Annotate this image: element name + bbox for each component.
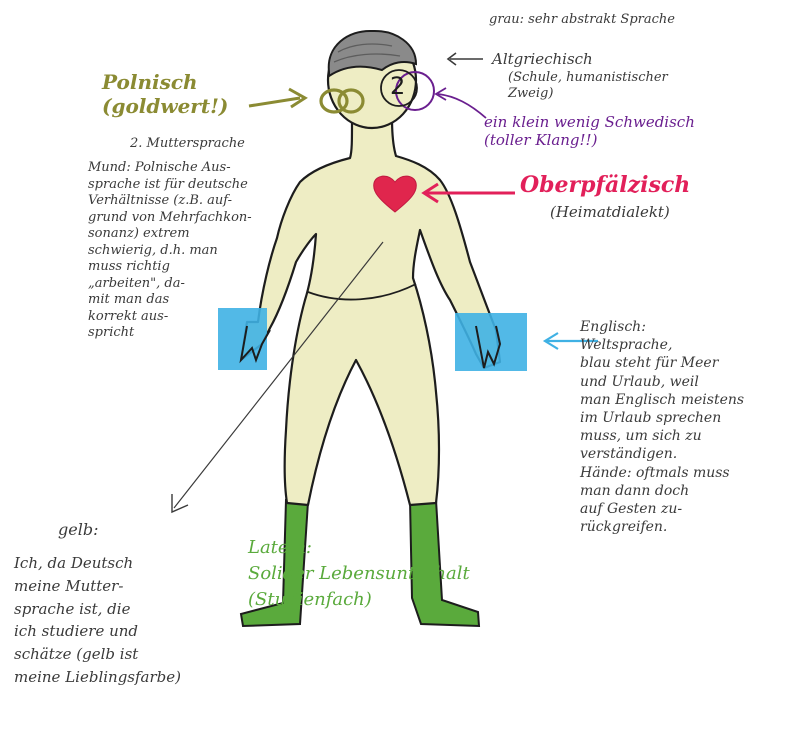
polnisch-label: Polnisch (goldwert!): [102, 70, 228, 119]
altgriechisch-detail: (Schule, humanistischer Zweig): [508, 70, 668, 102]
gelb-note: Ich, da Deutsch meine Mutter- sprache is…: [14, 552, 181, 689]
oberpfaelzisch-label: Oberpfälzisch: [520, 172, 690, 199]
englisch-note: Englisch: Weltsprache, blau steht für Me…: [580, 318, 744, 536]
gelb-title: gelb:: [58, 520, 98, 540]
grau-note: grau: sehr abstrakt Sprache: [489, 12, 675, 28]
mund-note: Mund: Polnische Aus- sprache ist für deu…: [88, 160, 252, 342]
head-number: 2: [390, 72, 405, 101]
body-silhouette: [241, 118, 500, 505]
latein-note: Latein: Solider Lebensunterhalt (Studien…: [248, 535, 470, 613]
muttersprache-label: 2. Muttersprache: [130, 136, 245, 152]
schwedisch-note: ein klein wenig Schwedisch (toller Klang…: [484, 113, 695, 150]
altgriechisch-label: Altgriechisch: [492, 50, 593, 68]
heimatdialekt-label: (Heimatdialekt): [550, 203, 670, 221]
right-hand-blue-box: [455, 313, 527, 371]
